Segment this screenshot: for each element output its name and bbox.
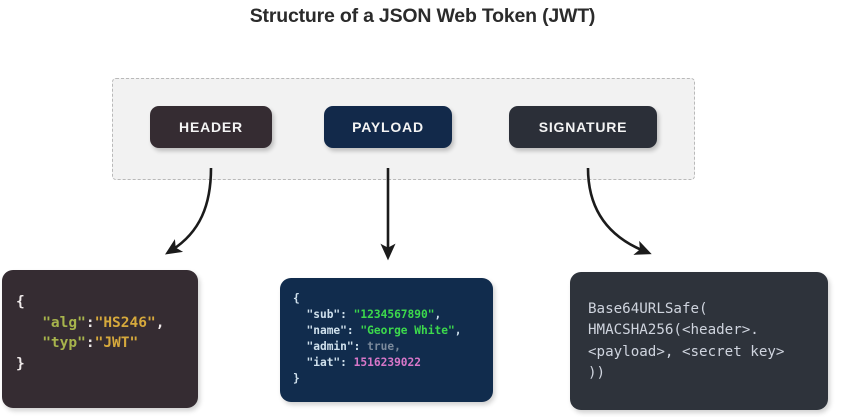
token-part-payload: PAYLOAD <box>324 106 452 148</box>
json-close-brace: } <box>16 355 25 372</box>
json-key: "sub" <box>306 307 341 321</box>
json-key: "typ" <box>42 335 86 352</box>
signature-arrow-icon <box>586 167 652 255</box>
code-line: "sub": "1234567890", <box>293 307 493 323</box>
code-line: HMACSHA256(<header>. <box>588 322 759 339</box>
json-key: "name" <box>306 323 347 337</box>
json-key: "alg" <box>42 314 86 331</box>
code-line: "typ":"JWT" <box>16 333 198 354</box>
code-line: <payload>, <secret key> <box>588 343 785 360</box>
header-code-block: { "alg":"HS246", "typ":"JWT" } <box>2 270 198 408</box>
json-key: "admin" <box>306 339 354 353</box>
json-value: 1516239022 <box>353 355 422 369</box>
code-line: Base64URLSafe( <box>588 301 708 317</box>
json-comma: , <box>454 323 462 337</box>
code-line: )) <box>588 364 606 381</box>
json-colon: : <box>353 339 368 353</box>
code-line: { <box>293 291 493 307</box>
json-colon: : <box>346 323 361 337</box>
json-colon: : <box>340 307 354 321</box>
token-part-payload-label: PAYLOAD <box>352 119 424 135</box>
json-value: "HS246" <box>94 314 156 331</box>
code-line: "admin": true, <box>293 339 493 355</box>
json-comma: , <box>155 314 165 331</box>
json-close-brace: } <box>293 371 300 385</box>
token-part-signature: SIGNATURE <box>509 106 657 148</box>
payload-code-block: { "sub": "1234567890", "name": "George W… <box>280 278 493 402</box>
page-title: Structure of a JSON Web Token (JWT) <box>249 5 596 27</box>
json-open-brace: { <box>16 294 25 310</box>
json-value: "George White" <box>360 323 455 337</box>
code-line: } <box>16 354 198 375</box>
token-part-header: HEADER <box>150 106 272 148</box>
json-value: "JWT" <box>94 335 139 352</box>
signature-code-block: Base64URLSafe( HMACSHA256(<header>. <pay… <box>570 272 828 410</box>
json-comma: , <box>434 307 442 321</box>
code-line: "iat": 1516239022 <box>293 355 493 371</box>
json-value: true <box>367 339 395 353</box>
json-comma: , <box>394 339 401 353</box>
code-line: } <box>293 371 493 387</box>
json-colon: : <box>85 335 95 352</box>
code-line: "name": "George White", <box>293 323 493 339</box>
token-part-signature-label: SIGNATURE <box>538 119 628 135</box>
json-key: "iat" <box>306 355 341 369</box>
json-open-brace: { <box>293 292 300 305</box>
token-part-header-label: HEADER <box>179 119 243 135</box>
header-arrow-icon <box>165 167 213 255</box>
json-colon: : <box>85 314 95 331</box>
json-value: "1234567890" <box>353 307 435 321</box>
code-line: { <box>16 292 198 313</box>
code-line: "alg":"HS246", <box>16 313 198 334</box>
json-colon: : <box>340 355 354 369</box>
